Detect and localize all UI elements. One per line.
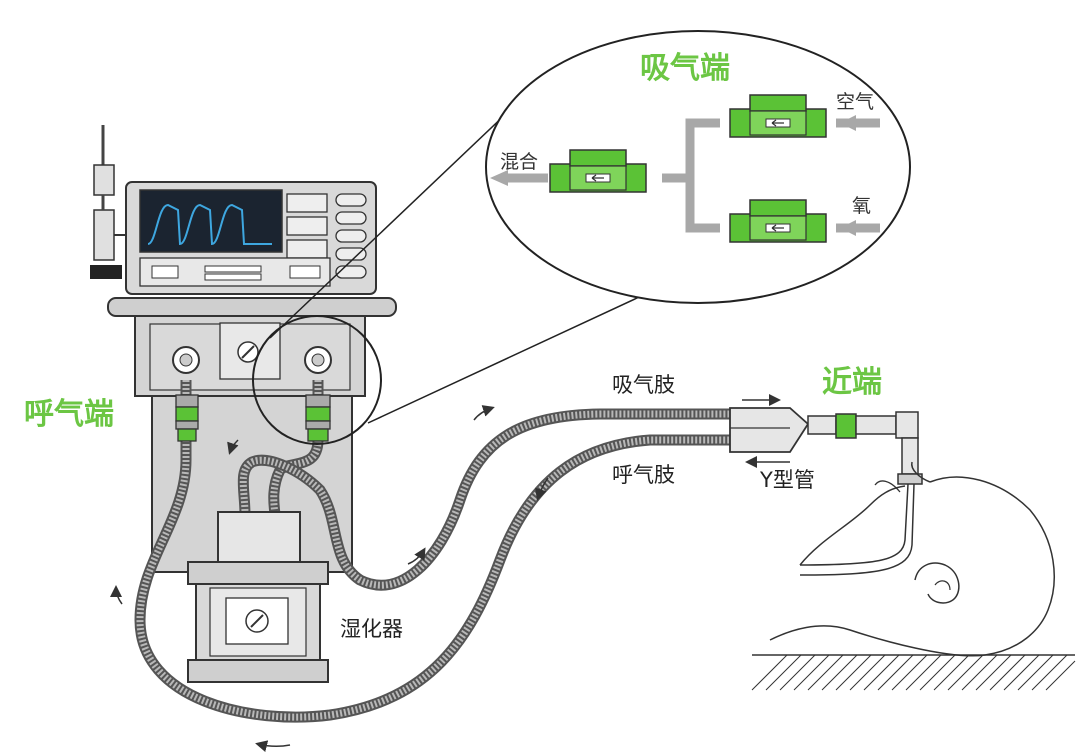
display-1: [286, 193, 328, 213]
oxygen-label: 氧: [852, 195, 871, 217]
proximal-end-label: 近端: [822, 365, 882, 400]
inspiratory-end-label: 吸气端: [640, 51, 730, 86]
air-label: 空气: [836, 91, 874, 113]
expiratory-flow-sensor: [175, 394, 199, 442]
mixed-outflow-arrow: [490, 170, 508, 186]
proximal-flow-sensor: [835, 413, 857, 439]
gas-flow-lines: [505, 118, 880, 233]
side-button-3[interactable]: [335, 229, 367, 243]
side-button-2[interactable]: [335, 211, 367, 225]
display-3: [286, 239, 328, 259]
humidifier-label: 湿化器: [340, 617, 403, 641]
pole-box-lower: [93, 209, 115, 261]
pressure-waveform: [147, 203, 272, 246]
patient-face: [799, 485, 906, 566]
tubing: [134, 380, 730, 723]
humidifier: [187, 511, 329, 683]
bed-hatching: [751, 654, 1076, 691]
patient: [751, 461, 1076, 691]
zoom-line-lower: [367, 291, 651, 424]
humidifier-chamber: [217, 511, 301, 565]
air-inflow-arrow: [840, 115, 856, 131]
patient-ear: [914, 562, 960, 604]
inspiratory-flow-sensor: [305, 394, 331, 442]
mixed-label: 混合: [500, 151, 538, 173]
y-piece: [729, 407, 810, 453]
magnifier-callout: [252, 30, 911, 445]
pole-clamp: [90, 265, 122, 279]
zoom-line-upper: [269, 109, 511, 339]
inspiratory-limb-label: 吸气肢: [612, 373, 675, 397]
endotracheal-connector: [901, 437, 919, 475]
patient-head: [769, 476, 1055, 657]
side-button-4[interactable]: [335, 247, 367, 261]
display-2: [286, 216, 328, 236]
expiratory-limb-label: 呼气肢: [612, 463, 675, 487]
pole-box-upper: [93, 164, 115, 196]
expiratory-end-label: 呼气端: [24, 397, 114, 432]
y-piece-assembly: [729, 407, 923, 576]
zoom-circle: [252, 315, 382, 445]
y-piece-label: Y型管: [759, 468, 815, 492]
side-button-1[interactable]: [335, 193, 367, 207]
cart-shelf: [107, 297, 397, 317]
flow-arrows: [110, 394, 790, 753]
oxygen-inflow-arrow: [840, 220, 856, 236]
